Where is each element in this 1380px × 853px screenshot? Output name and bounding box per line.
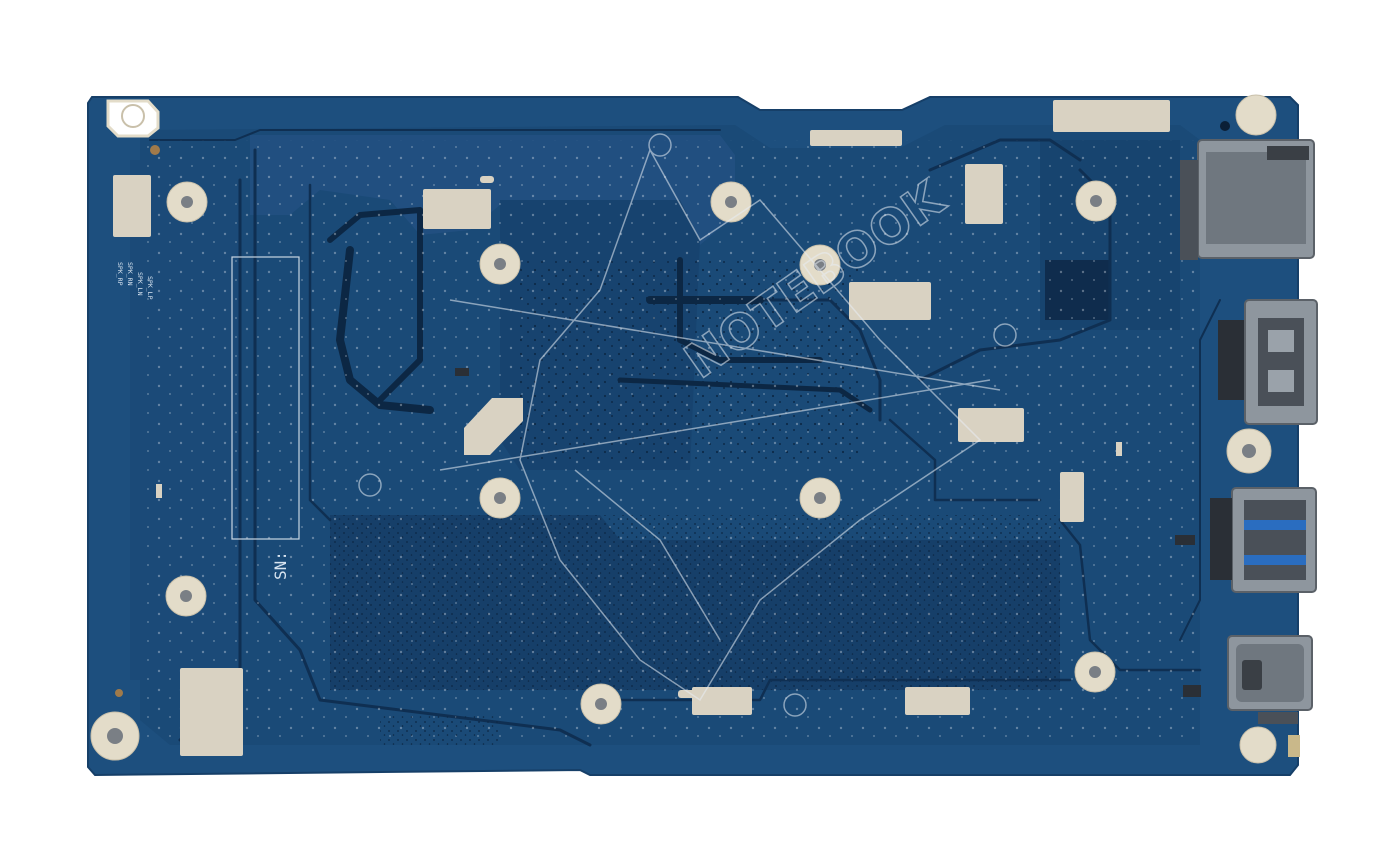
smd-components <box>115 121 1300 757</box>
speaker-labels: SPK_RP SPK_RN SPK_LN SPK_LP <box>116 262 154 300</box>
spk-label-4: SPK_LP <box>146 276 154 300</box>
wrench-outline-icon <box>358 133 1017 717</box>
mounting-holes <box>90 94 1277 764</box>
hdmi-port <box>1218 299 1318 425</box>
spk-label-1: SPK_RP <box>116 262 124 286</box>
usb-c-port <box>1227 635 1313 724</box>
usb-a-port <box>1210 487 1317 593</box>
spk-label-2: SPK_RN <box>126 262 134 286</box>
sd-card-slot <box>1180 139 1315 260</box>
solder-pads <box>113 100 1170 756</box>
spk-label-3: SPK_LN <box>136 272 144 296</box>
sn-label-area: SN: <box>231 256 300 580</box>
sn-label: SN: <box>271 551 290 580</box>
